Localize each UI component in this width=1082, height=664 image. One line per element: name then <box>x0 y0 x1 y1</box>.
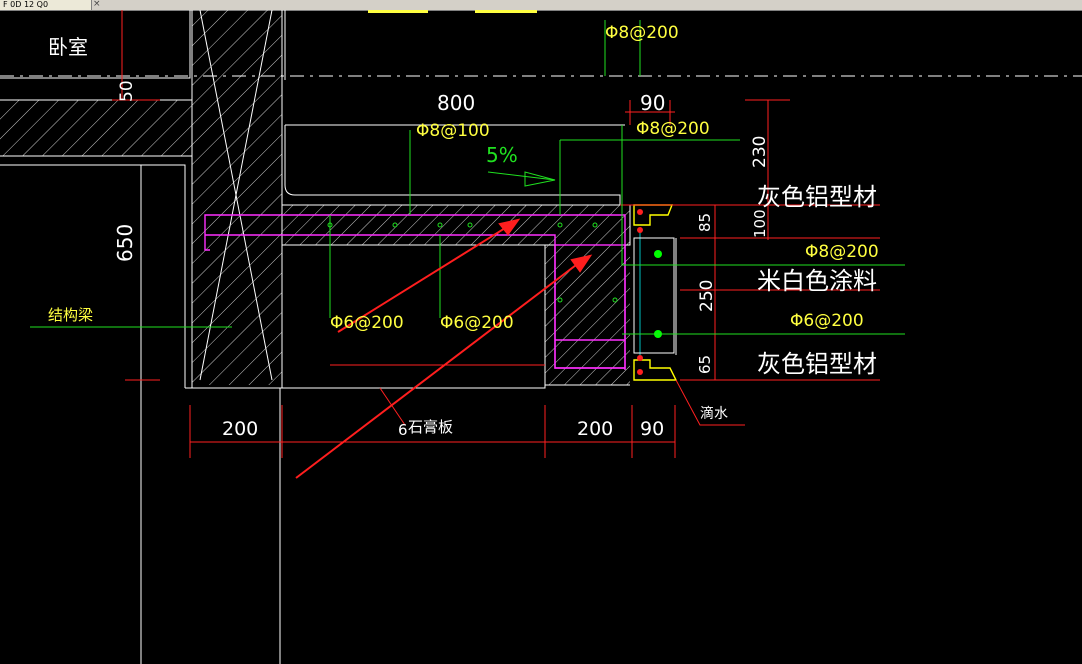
annotation-arrows <box>295 218 593 479</box>
close-icon[interactable]: × <box>93 0 101 9</box>
dimension-text: 230 <box>750 136 770 168</box>
dimension-text: 100 <box>751 209 769 238</box>
drip-label: 滴水 <box>700 405 728 422</box>
rebar-dot-green <box>654 250 662 258</box>
dimension-text: 200 <box>577 418 613 440</box>
rebar-label: Φ6@200 <box>790 311 864 331</box>
drawing-tab-bar: F 0D 12 Q0 × <box>0 0 1082 11</box>
beam-label: 结构梁 <box>48 306 93 324</box>
drawing-tab[interactable]: F 0D 12 Q0 <box>0 0 92 10</box>
slope-label: 5% <box>486 143 518 167</box>
room-label: 卧室 <box>48 35 88 59</box>
rebar-label: Φ8@200 <box>805 242 879 262</box>
rebar-label: Φ8@100 <box>416 121 490 141</box>
rebar-label: Φ8@200 <box>636 119 710 139</box>
dimension-text: 85 <box>696 213 714 232</box>
aluminum-profiles <box>633 204 678 381</box>
leader-lines <box>30 20 905 335</box>
top-text-remnants <box>368 10 537 13</box>
dimension-text: 200 <box>222 418 258 440</box>
cream-paint-label: 米白色涂料 <box>757 267 877 295</box>
dimension-text: 50 <box>117 80 137 102</box>
dimension-text: 90 <box>640 91 665 115</box>
dimension-text: 800 <box>437 91 475 115</box>
dimension-text: 250 <box>697 280 717 312</box>
upper-room-outline <box>0 10 286 80</box>
rebar-lines <box>204 214 626 370</box>
dimension-text: 65 <box>696 355 714 374</box>
gypsum-prefix: 6 <box>398 421 408 439</box>
cad-drawing-canvas[interactable]: 卧室 结构梁 6 石膏板 5% 滴水 灰色铝型材 米白色涂料 灰色铝型材 Φ8@… <box>0 10 1082 664</box>
grey-aluminum-bottom-label: 灰色铝型材 <box>757 350 877 378</box>
dimension-text: 90 <box>640 418 664 440</box>
floor-slab <box>0 99 192 388</box>
grey-aluminum-top-label: 灰色铝型材 <box>757 183 877 211</box>
gypsum-board-label: 石膏板 <box>408 418 453 436</box>
column <box>185 10 545 389</box>
profile-fixings <box>637 209 643 375</box>
canopy-slab <box>281 124 631 389</box>
rebar-label: Φ6@200 <box>440 313 514 333</box>
rebar-label: Φ6@200 <box>330 313 404 333</box>
rebar-label: Φ8@200 <box>605 23 679 43</box>
dimension-text: 650 <box>113 224 137 262</box>
dimension-lines <box>112 10 880 458</box>
